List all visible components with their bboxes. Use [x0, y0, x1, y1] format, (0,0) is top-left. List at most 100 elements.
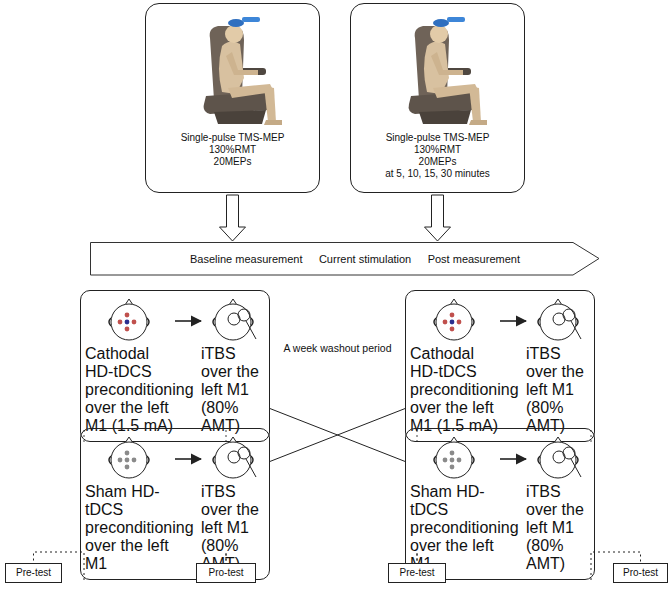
- node-text: 20MEPs: [351, 156, 524, 168]
- node-text: Sham HD-tDCS preconditioning over the le…: [410, 483, 500, 573]
- node-text: 130%RMT: [146, 144, 319, 156]
- electrode: [125, 458, 130, 463]
- session-box: Cathodal HD-tDCS preconditioning over th…: [405, 290, 595, 442]
- electrode: [125, 327, 130, 332]
- person-head: [430, 25, 448, 43]
- head-outline: [215, 442, 251, 478]
- phase-label: Post measurement: [428, 253, 520, 265]
- node-text: iTBS over the left M1 (80% AMT): [526, 483, 592, 573]
- stimulation-step: iTBS over the left M1 (80% AMT): [201, 297, 267, 435]
- tms-coil: [228, 19, 244, 27]
- node-text: iTBS over the left M1 (80% AMT): [526, 345, 592, 435]
- head-icon: [210, 435, 258, 481]
- electrode: [118, 320, 123, 325]
- electrode: [125, 313, 130, 318]
- node-text: Pro-test: [197, 564, 255, 582]
- electrode: [132, 320, 137, 325]
- test-box: Pre-test: [388, 563, 446, 583]
- coil-handle: [246, 459, 256, 477]
- coil-handle: [571, 321, 581, 339]
- person-arm: [226, 52, 258, 75]
- person-leg: [264, 86, 276, 122]
- stimulation-step: Sham HD-tDCS preconditioning over the le…: [85, 435, 175, 573]
- phase-label: Baseline measurement: [190, 253, 303, 265]
- measurement-box: Single-pulse TMS-MEP130%RMT20MEPsat 5, 1…: [350, 3, 525, 193]
- dotted-guide: [591, 428, 592, 442]
- block-arrow: [425, 195, 451, 241]
- person-arm: [431, 52, 463, 75]
- head-outline: [111, 304, 147, 340]
- coil-wing: [563, 447, 575, 459]
- sequence-arrow: [175, 320, 201, 322]
- node-text: Pre-test: [389, 564, 445, 582]
- coil-handle: [246, 321, 256, 339]
- timeline-arrow: [91, 243, 600, 276]
- person-foot: [469, 120, 487, 125]
- node-text: 20MEPs: [146, 156, 319, 168]
- chair-base: [419, 110, 471, 124]
- coil-wing: [238, 309, 250, 321]
- node-text: Pre-test: [6, 564, 61, 582]
- chair-base: [214, 110, 266, 124]
- head-icon: [535, 435, 583, 481]
- head-icon: [106, 297, 154, 343]
- stimulation-step: Sham HD-tDCS preconditioning over the le…: [410, 435, 500, 573]
- node-text: Single-pulse TMS-MEP: [146, 132, 319, 144]
- electrode: [457, 320, 462, 325]
- node-text: 130%RMT: [351, 144, 524, 156]
- sequence-arrow: [500, 320, 526, 322]
- head-outline: [436, 442, 472, 478]
- participant-illustration: [158, 8, 308, 128]
- electrode: [450, 313, 455, 318]
- head-icon: [431, 297, 479, 343]
- coil-wing: [238, 447, 250, 459]
- person-foot: [264, 120, 282, 125]
- node-text: Cathodal HD-tDCS preconditioning over th…: [410, 345, 500, 435]
- stimulation-step: Cathodal HD-tDCS preconditioning over th…: [410, 297, 500, 435]
- dotted-guide: [84, 428, 85, 442]
- electrode: [125, 320, 130, 325]
- electrode: [450, 320, 455, 325]
- head-icon: [106, 435, 154, 481]
- node-text: iTBS over the left M1 (80% AMT): [201, 483, 267, 573]
- node-text: iTBS over the left M1 (80% AMT): [201, 345, 267, 435]
- crossover-line: [270, 409, 405, 462]
- head-icon: [431, 435, 479, 481]
- node-text: Sham HD-tDCS preconditioning over the le…: [85, 483, 175, 573]
- stimulation-step: Cathodal HD-tDCS preconditioning over th…: [85, 297, 175, 435]
- electrode: [450, 451, 455, 456]
- electrode: [450, 327, 455, 332]
- session-box: Cathodal HD-tDCS preconditioning over th…: [80, 290, 270, 442]
- head-outline: [540, 304, 576, 340]
- electrode: [118, 458, 123, 463]
- phase-label: Current stimulation: [319, 253, 411, 265]
- electrode: [443, 320, 448, 325]
- sequence-arrow: [175, 458, 201, 460]
- coil-wing: [563, 309, 575, 321]
- timeline-labels: Baseline measurement Current stimulation P…: [90, 242, 600, 276]
- tms-coil-handle: [242, 17, 260, 22]
- node-text: Single-pulse TMS-MEP: [351, 132, 524, 144]
- participant-illustration: [363, 8, 513, 128]
- head-outline: [111, 442, 147, 478]
- node-text: Pro-test: [614, 564, 667, 582]
- stimulation-step: iTBS over the left M1 (80% AMT): [526, 297, 592, 435]
- electrode: [132, 458, 137, 463]
- electrode: [457, 458, 462, 463]
- stimulation-step: iTBS over the left M1 (80% AMT): [201, 435, 267, 573]
- head-icon: [535, 297, 583, 343]
- test-box: Pre-test: [5, 563, 62, 583]
- electrode: [450, 458, 455, 463]
- test-box: Pro-test: [613, 563, 668, 583]
- crossover-line: [270, 409, 405, 462]
- session-box: Sham HD-tDCS preconditioning over the le…: [80, 428, 270, 580]
- head-outline: [540, 442, 576, 478]
- period-label: A week washout period: [270, 342, 405, 354]
- head-outline: [436, 304, 472, 340]
- person-leg: [469, 86, 481, 122]
- electrode: [125, 465, 130, 470]
- stimulation-step: iTBS over the left M1 (80% AMT): [526, 435, 592, 573]
- block-arrow: [220, 195, 246, 241]
